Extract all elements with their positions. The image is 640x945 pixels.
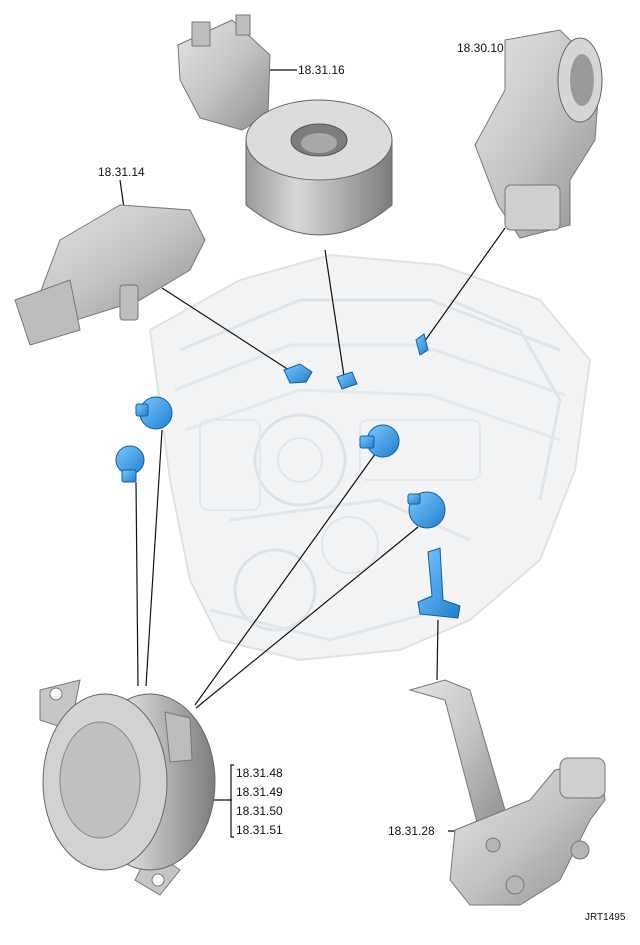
label-oil-level-sensor: 18.31.28 xyxy=(388,824,435,838)
pressure-sensor-part xyxy=(14,204,206,346)
engine-block-ghost xyxy=(148,253,592,662)
highlighted-components xyxy=(115,333,461,619)
cam-sensor-part xyxy=(474,29,603,239)
solenoid-part xyxy=(39,679,216,896)
label-solenoid-3: 18.31.50 xyxy=(236,804,283,818)
label-cam-sensor: 18.30.10 xyxy=(457,41,504,55)
knock-sensor-part xyxy=(177,14,393,236)
label-solenoid-4: 18.31.51 xyxy=(236,823,283,837)
label-solenoid-1: 18.31.48 xyxy=(236,766,283,780)
oil-level-sensor-part xyxy=(408,679,606,906)
figure-reference-code: JRT1495 xyxy=(585,912,626,923)
label-solenoid-2: 18.31.49 xyxy=(236,785,283,799)
label-knock-sensor: 18.31.16 xyxy=(298,63,345,77)
label-pressure-sensor: 18.31.14 xyxy=(98,165,145,179)
leader-lines xyxy=(119,47,548,838)
